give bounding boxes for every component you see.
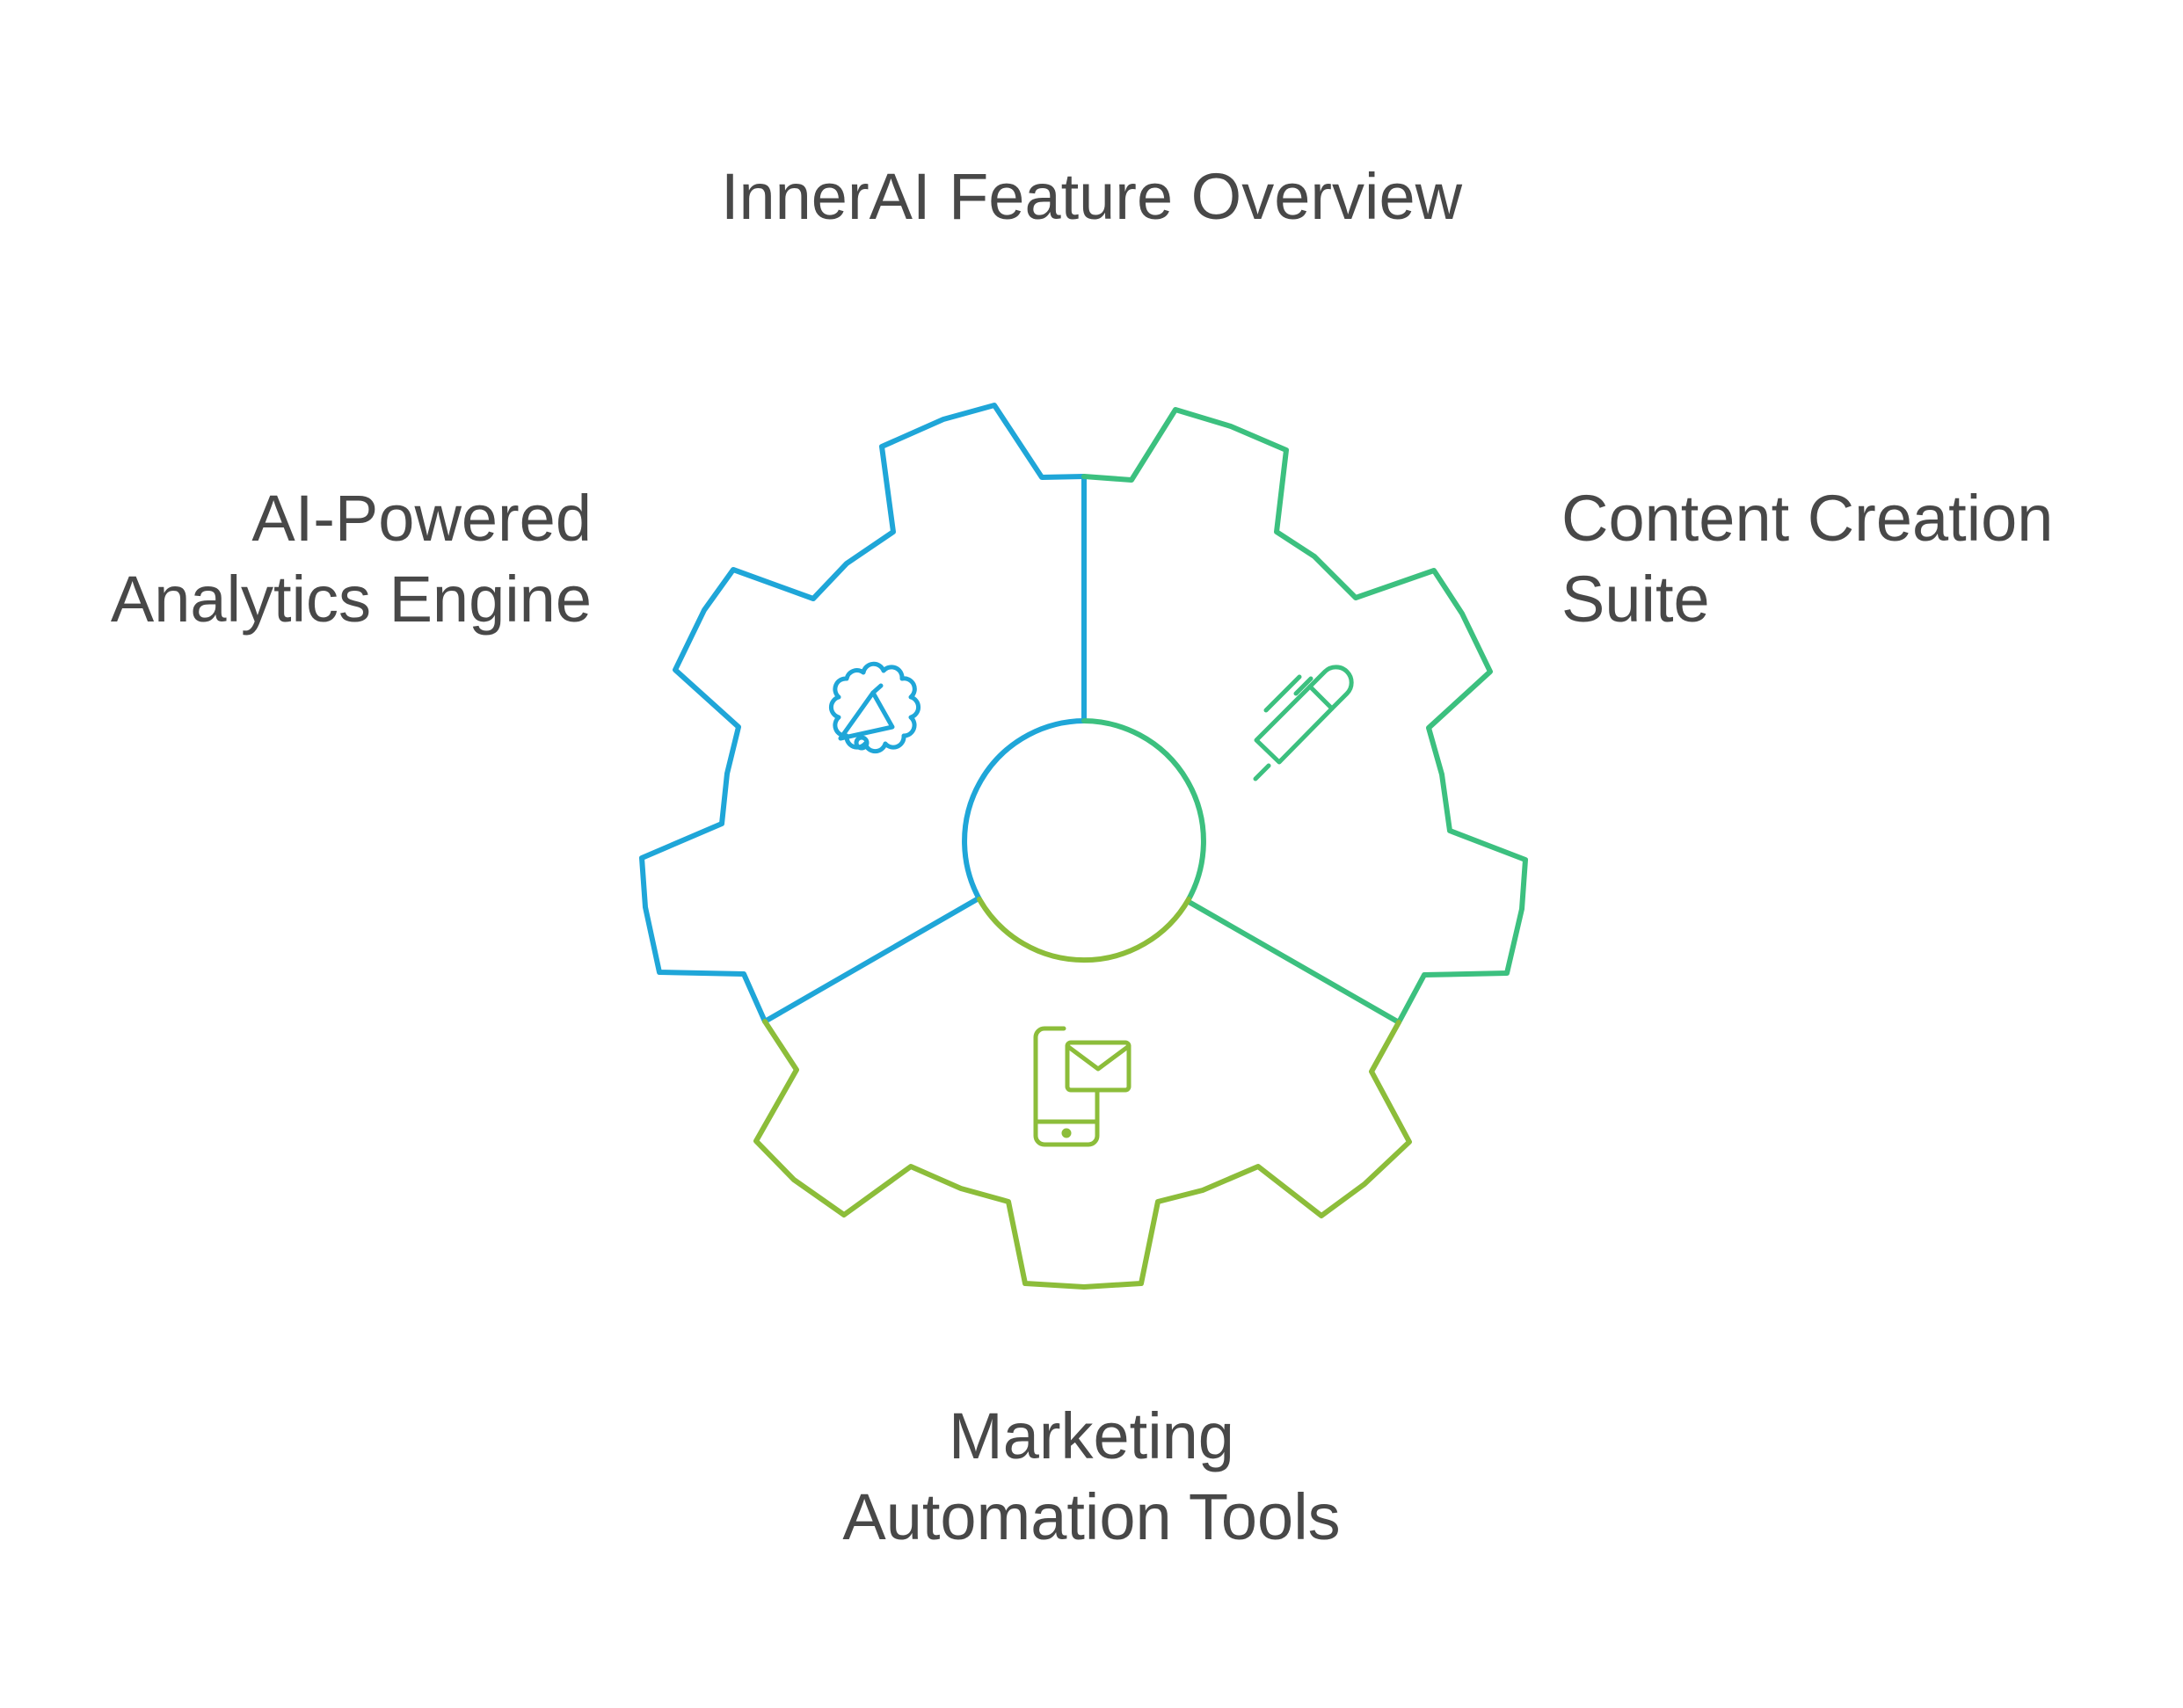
analytics-label: AI-Powered Analytics Engine bbox=[0, 478, 592, 640]
center-circle-arc-content bbox=[1081, 718, 1206, 902]
marketing-label-line-2: Automation Tools bbox=[842, 1480, 1341, 1553]
gear-segment-marketing bbox=[753, 1019, 1412, 1290]
megaphone-gear-icon bbox=[829, 661, 920, 753]
mobile-mail-icon bbox=[1033, 1026, 1132, 1147]
center-circle-arc-analytics bbox=[962, 718, 1087, 902]
content-label: Content Creation Suite bbox=[1561, 478, 2177, 640]
gear-segment-content bbox=[1081, 407, 1528, 1025]
analytics-label-line-1: AI-Powered bbox=[251, 482, 592, 555]
marketing-label-line-1: Marketing bbox=[949, 1399, 1234, 1472]
content-label-line-1: Content Creation bbox=[1561, 482, 2054, 555]
analytics-label-line-2: Analytics Engine bbox=[110, 563, 592, 636]
marketing-label: Marketing Automation Tools bbox=[0, 1396, 2183, 1558]
diagram-title: InnerAI Feature Overview bbox=[720, 160, 1463, 233]
pen-icon bbox=[1253, 665, 1354, 781]
gear-segment-analytics bbox=[639, 403, 1087, 1024]
content-label-line-2: Suite bbox=[1561, 563, 1710, 636]
center-circle-arc-marketing bbox=[977, 897, 1191, 963]
